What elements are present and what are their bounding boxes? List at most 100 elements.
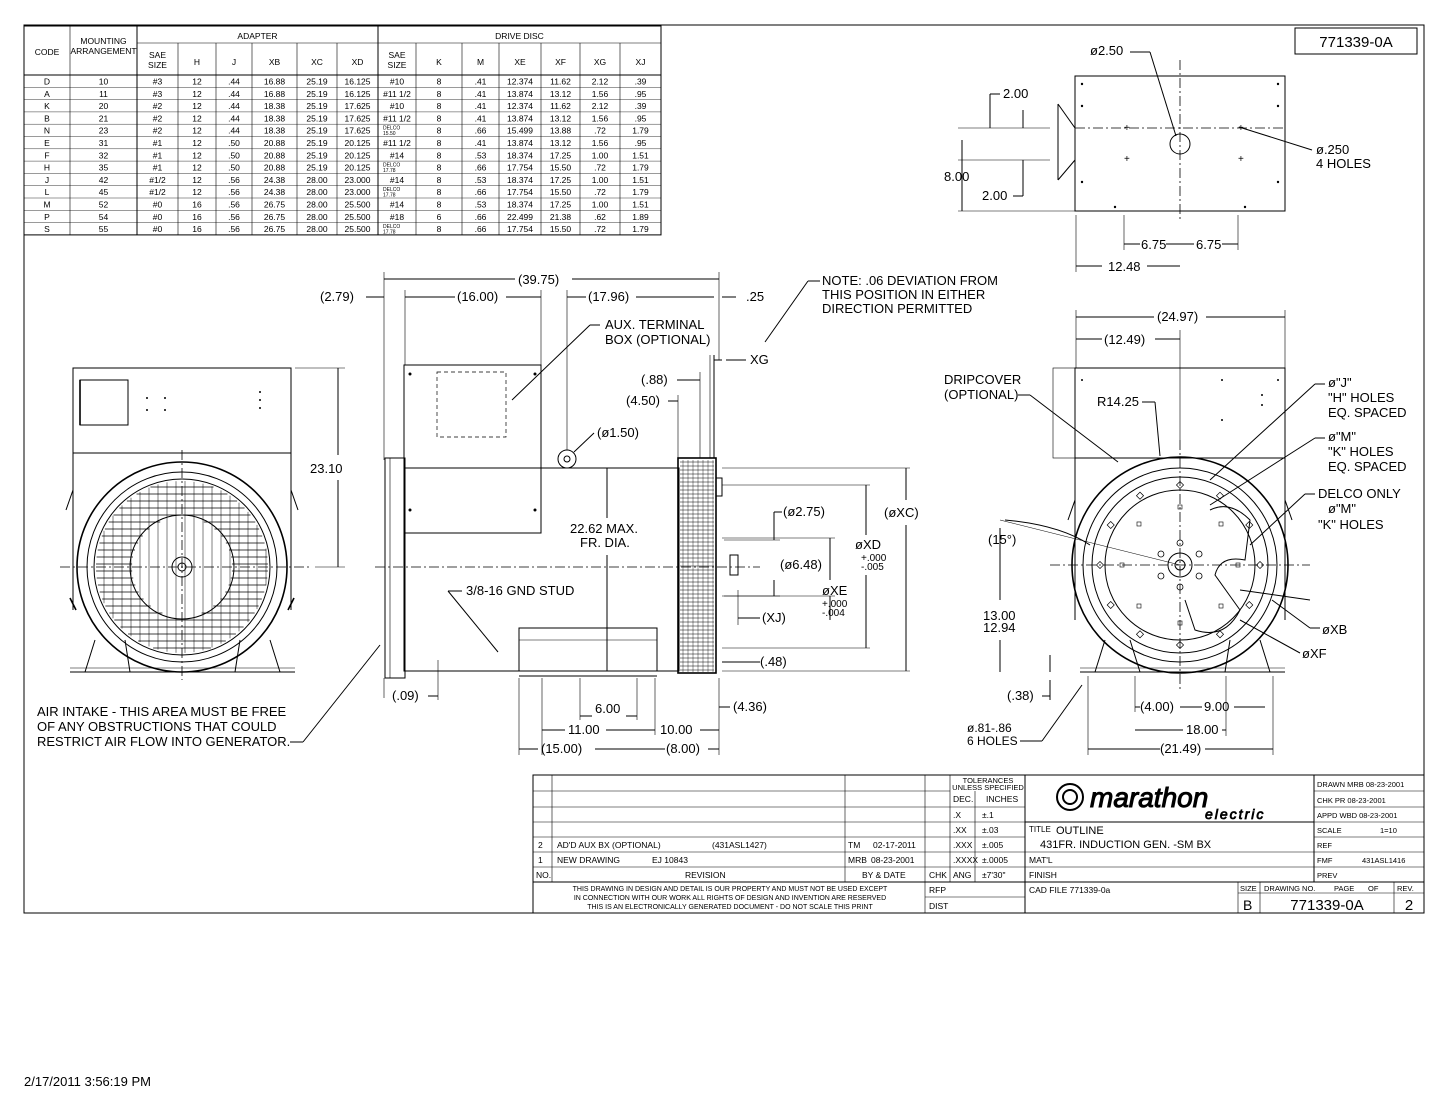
table-cell: 20.125 <box>345 163 371 173</box>
title-block-matl-label: MAT'L <box>1029 855 1053 865</box>
end-view-d900-label: 9.00 <box>1204 699 1229 714</box>
table-cell: .56 <box>228 187 240 197</box>
table-cell: 13.88 <box>550 126 572 136</box>
table-cell: 1.56 <box>592 138 609 148</box>
table-cell: 17.25 <box>550 175 572 185</box>
title-block: 2 AD'D AUX BX (OPTIONAL) (431ASL1427) TM… <box>532 774 1425 914</box>
table-cell: 6 <box>437 212 442 222</box>
table-cell: #2 <box>153 101 163 111</box>
table-cell: #0 <box>153 224 163 234</box>
end-view-d400-label: (4.00) <box>1140 699 1174 714</box>
table-cell: 8 <box>437 163 442 173</box>
table-cell: 1.00 <box>592 150 609 160</box>
side-view-d600-label: 6.00 <box>595 701 620 716</box>
table-cell: .50 <box>228 150 240 160</box>
right-end-view: (24.97) (12.49) DRIPCOVER (OPTIONAL) R14… <box>944 309 1407 756</box>
table-cell: #2 <box>153 126 163 136</box>
rev-2-date: 02-17-2011 <box>873 840 916 850</box>
table-cell: 15.50 <box>550 224 572 234</box>
column-header: M <box>477 57 484 67</box>
table-cell: 20.88 <box>264 138 286 148</box>
table-cell: 16 <box>192 212 202 222</box>
table-cell: 11.62 <box>550 101 571 111</box>
drawing-number-bottom: 771339-0A <box>1290 897 1363 914</box>
table-cell: 25.19 <box>306 138 328 148</box>
table-cell: 25.500 <box>345 200 371 210</box>
table-cell: 16.125 <box>345 77 371 87</box>
top-view-dim-200-b-label: 2.00 <box>982 188 1007 203</box>
table-cell: K <box>44 101 50 111</box>
table-cell: .41 <box>475 101 487 111</box>
table-cell: 25.19 <box>306 77 328 87</box>
side-view-d1100-label: 11.00 <box>568 722 600 737</box>
table-cell: 28.00 <box>306 200 328 210</box>
table-cell: .72 <box>594 224 606 234</box>
svg-text:+: + <box>1238 123 1244 134</box>
table-cell: 17.625 <box>345 126 371 136</box>
top-view-holes-1-label: ø.250 <box>1316 142 1349 157</box>
end-view-d15-label: (15°) <box>988 532 1016 547</box>
rev-1-desc: NEW DRAWING <box>557 855 620 865</box>
table-cell: .50 <box>228 138 240 148</box>
table-cell: #1 <box>153 150 163 160</box>
column-header: SAE <box>149 50 166 60</box>
svg-text:+: + <box>1124 154 1130 165</box>
title-block-dwg-label-label: DRAWING NO. <box>1264 884 1315 893</box>
end-view-j-1-label: ø"J" <box>1328 375 1352 390</box>
revision-number: 2 <box>1405 897 1413 914</box>
left-end-view: 23.10 AIR INTAKE - THIS AREA MUST BE FRE… <box>37 367 381 749</box>
table-cell: 52 <box>99 200 109 210</box>
table-cell: 13.12 <box>550 89 572 99</box>
table-cell: .56 <box>228 212 240 222</box>
side-view-d025-label: .25 <box>746 289 764 304</box>
table-cell: 21 <box>99 113 109 123</box>
title-block-of-label-label: OF <box>1368 884 1379 893</box>
table-cell: 2.12 <box>592 77 609 87</box>
table-cell: 12 <box>192 77 202 87</box>
title-block-tol-dec-label: DEC. <box>953 794 973 804</box>
title-block-size-label: B <box>1243 897 1252 913</box>
end-view-d1249-label: (12.49) <box>1104 332 1145 347</box>
side-view-xe-tol-1-label: +.000 <box>822 599 848 610</box>
table-cell: 15.50 <box>550 163 572 173</box>
table-cell: 25.500 <box>345 224 371 234</box>
title-block-tol-1-label: TOLERANCES <box>963 776 1014 785</box>
table-cell: .41 <box>475 89 487 99</box>
bolt-hole <box>1136 603 1142 609</box>
table-cell: DELCO <box>383 224 400 230</box>
bolt-hole <box>1106 600 1115 610</box>
end-view-delco-3-label: "K" HOLES <box>1318 517 1384 532</box>
column-header: XD <box>352 57 364 67</box>
table-cell: 17.25 <box>550 150 572 160</box>
bolt-hole <box>1136 521 1142 527</box>
end-view-holes-2-label: 6 HOLES <box>967 734 1018 748</box>
side-view-d3975-label: (39.75) <box>518 272 559 287</box>
left-view-air-3-label: RESTRICT AIR FLOW INTO GENERATOR. <box>37 734 290 749</box>
table-cell: 18.374 <box>507 200 533 210</box>
table-cell: 28.00 <box>306 224 328 234</box>
end-view-drip-1-label: DRIPCOVER <box>944 372 1021 387</box>
rev-2-ref: (431ASL1427) <box>712 840 767 850</box>
table-cell: 28.00 <box>306 212 328 222</box>
column-header: XE <box>514 57 526 67</box>
table-cell: .72 <box>594 163 606 173</box>
tolerance-label: .X <box>953 810 961 820</box>
table-cell: 15.499 <box>507 126 533 136</box>
table-cell: 8 <box>437 187 442 197</box>
title-block-title-label-label: TITLE <box>1029 825 1051 834</box>
side-view: (39.75) (2.79) (16.00) (17.96) .25 NOTE:… <box>320 272 998 756</box>
table-cell: .72 <box>594 126 606 136</box>
table-cell: 12.374 <box>507 101 533 111</box>
side-view-d088-label: (.88) <box>641 372 668 387</box>
table-cell: 8 <box>437 126 442 136</box>
table-cell: 18.38 <box>264 126 286 136</box>
table-cell: .66 <box>475 224 487 234</box>
table-cell: 25.19 <box>306 163 328 173</box>
rev-1-by: MRB <box>848 855 867 865</box>
top-view-dim-675-a-label: 6.75 <box>1141 237 1166 252</box>
bolt-hole <box>1135 491 1145 500</box>
top-view-dim-675-b-label: 6.75 <box>1196 237 1221 252</box>
tolerance-value: ±.1 <box>982 810 994 820</box>
table-cell: 16.125 <box>345 89 371 99</box>
table-cell: 8 <box>437 89 442 99</box>
